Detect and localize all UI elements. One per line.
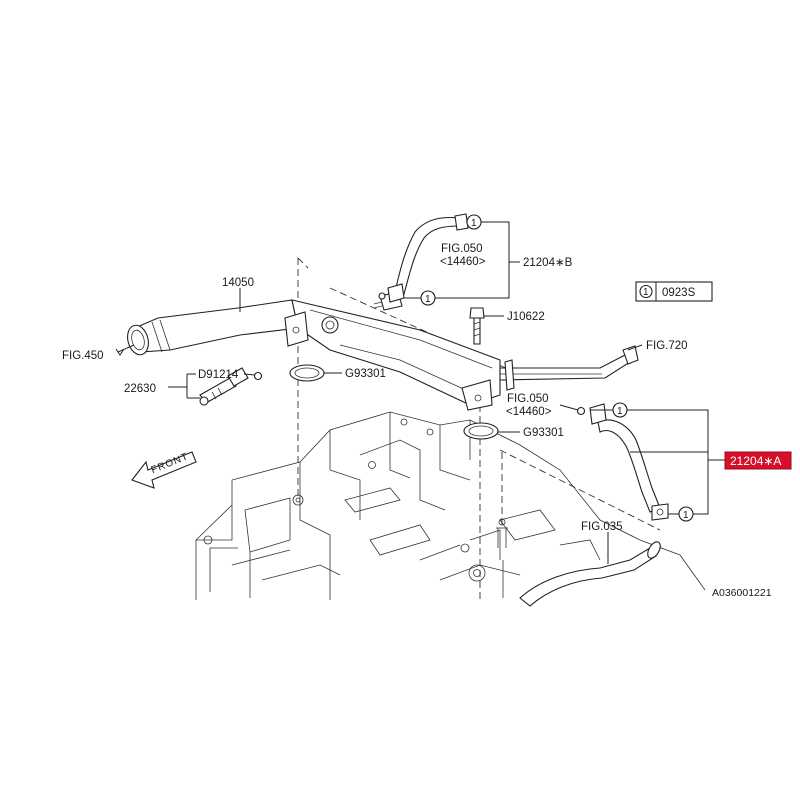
circle-marker-1: 1 bbox=[466, 214, 482, 230]
label-14460-b: <14460> bbox=[506, 406, 552, 418]
hose-21204b bbox=[378, 213, 476, 303]
reference-circle-label: 1 bbox=[643, 287, 649, 298]
highlighted-part-21204a[interactable]: 21204∗A bbox=[724, 451, 792, 470]
label-g93301-b: G93301 bbox=[523, 427, 564, 439]
reference-label-0923s: 0923S bbox=[662, 287, 696, 299]
engine-block bbox=[195, 411, 706, 600]
label-d91214: D91214 bbox=[198, 369, 239, 381]
label-g93301-a: G93301 bbox=[345, 368, 386, 380]
circle-marker-2-label: 1 bbox=[425, 294, 431, 305]
label-21204b: 21204∗B bbox=[523, 257, 573, 269]
gasket-g93301-b-inner bbox=[468, 425, 494, 437]
label-22630: 22630 bbox=[124, 383, 156, 395]
reference-box-0923s: 1 0923S bbox=[635, 281, 713, 302]
label-14050: 14050 bbox=[222, 277, 254, 289]
label-fig035: FIG.035 bbox=[581, 521, 623, 533]
circle-marker-2: 1 bbox=[420, 290, 436, 306]
label-fig720: FIG.720 bbox=[646, 340, 688, 352]
pipe-fig035 bbox=[519, 541, 661, 607]
circle-marker-3-label: 1 bbox=[617, 406, 623, 417]
circle-marker-4: 1 bbox=[678, 506, 694, 522]
gasket-g93301-a-inner bbox=[294, 367, 320, 379]
circle-marker-3: 1 bbox=[612, 402, 628, 418]
label-fig050-b: FIG.050 bbox=[507, 393, 549, 405]
front-arrow bbox=[131, 451, 197, 489]
hose-21204a bbox=[576, 403, 669, 521]
circle-marker-4-label: 1 bbox=[683, 510, 689, 521]
water-pipe-14050 bbox=[127, 291, 639, 411]
label-14460-a: <14460> bbox=[440, 256, 486, 268]
drawing-id: A036001221 bbox=[712, 587, 772, 599]
leader-lines bbox=[115, 221, 725, 564]
bolt-j10622 bbox=[469, 307, 485, 345]
label-fig050-a: FIG.050 bbox=[441, 243, 483, 255]
temperature-sensor-22630 bbox=[199, 367, 263, 406]
label-21204a: 21204∗A bbox=[730, 454, 781, 468]
label-fig450: FIG.450 bbox=[62, 350, 104, 362]
gasket-g93301-b bbox=[463, 422, 499, 440]
circle-marker-1-label: 1 bbox=[471, 218, 477, 229]
label-j10622: J10622 bbox=[507, 311, 545, 323]
